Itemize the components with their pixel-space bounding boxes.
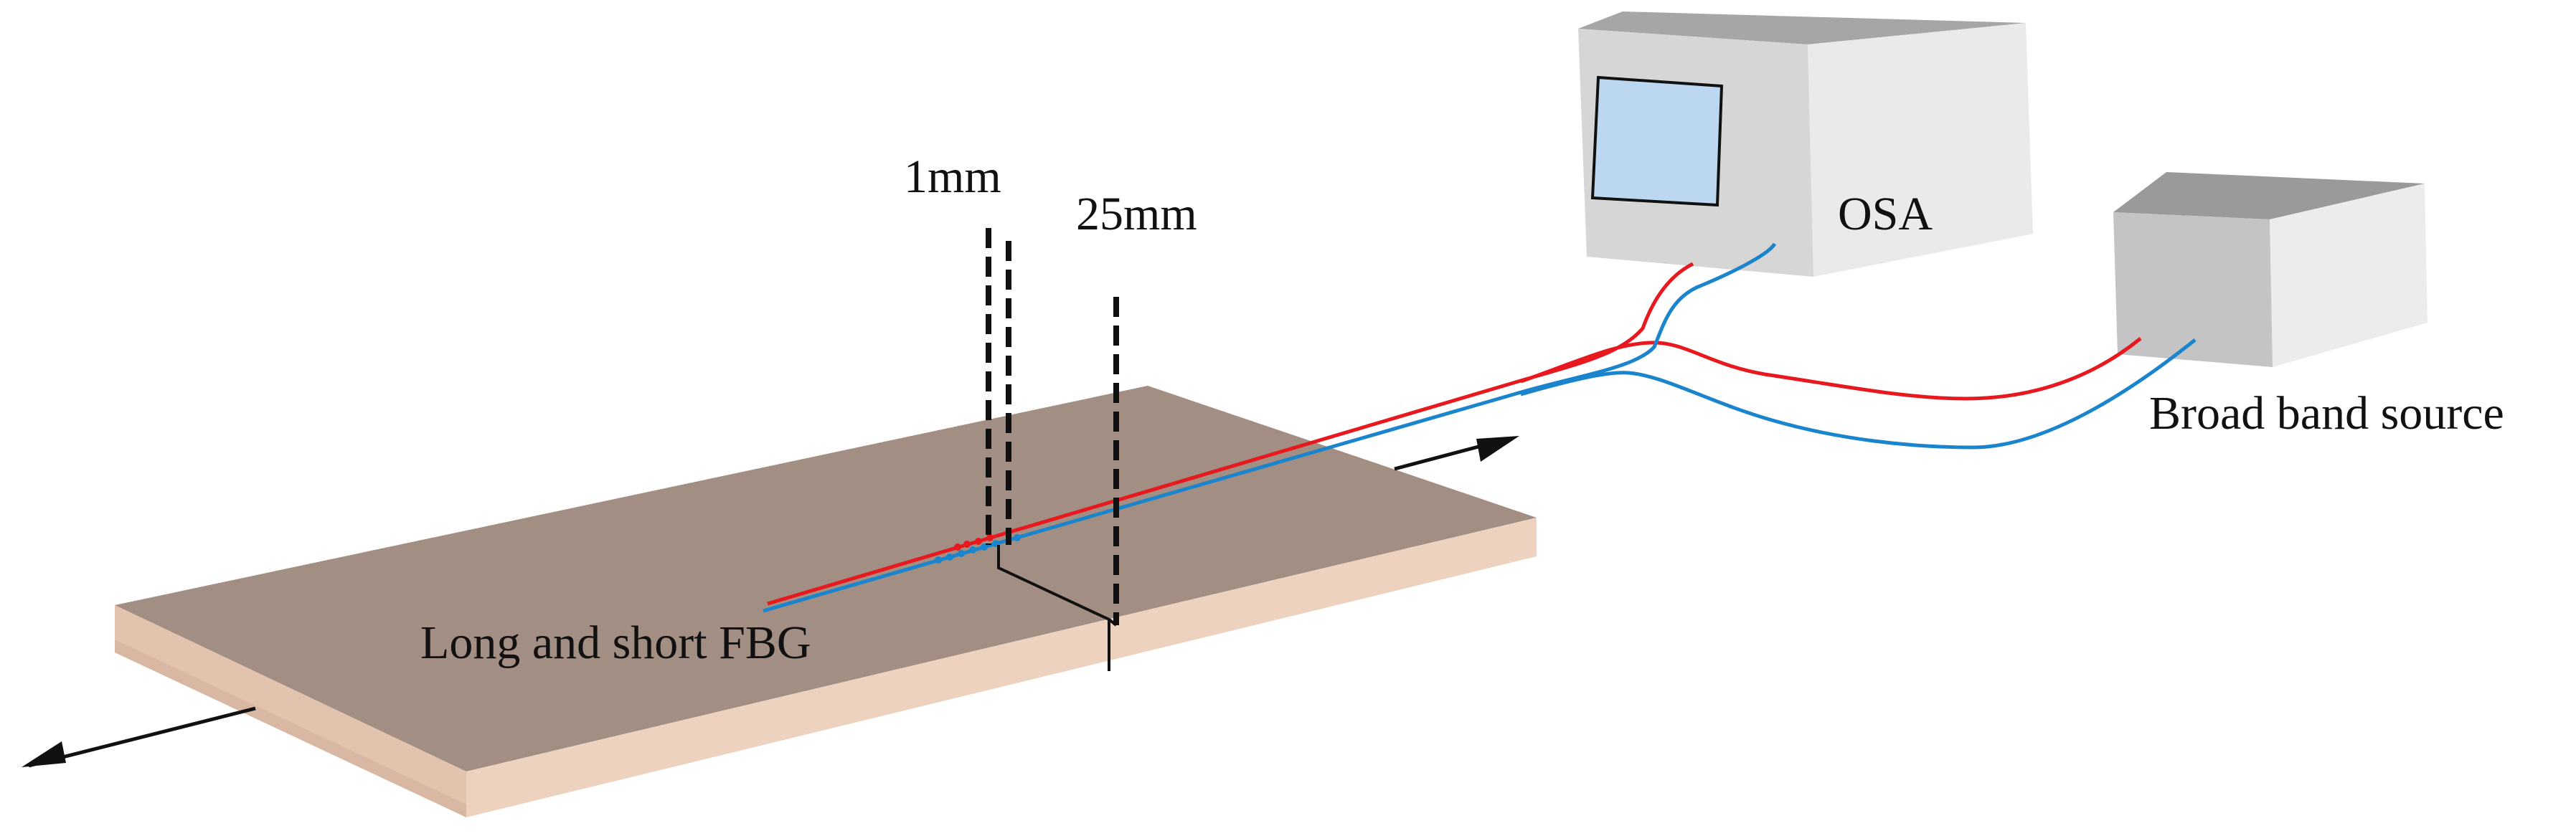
broadband-source xyxy=(2113,172,2428,367)
label-osa: OSA xyxy=(1838,188,1933,240)
label-25mm: 25mm xyxy=(1076,188,1197,240)
label-fbg: Long and short FBG xyxy=(420,617,811,669)
fbg-grating-blue xyxy=(935,534,1021,564)
osa-screen xyxy=(1590,75,1724,207)
right-tension-arrowhead xyxy=(1476,436,1519,462)
label-broadband-source: Broad band source xyxy=(2149,387,2504,440)
source-side xyxy=(2270,184,2428,367)
plate-front-edge xyxy=(466,518,1537,817)
osa-instrument xyxy=(1578,11,2033,277)
dim-baseline xyxy=(997,545,1118,671)
source-top xyxy=(2113,172,2425,219)
right-tension-arrow xyxy=(1394,441,1493,471)
red-fiber xyxy=(767,262,2142,606)
source-front xyxy=(2113,212,2273,367)
blue-fiber xyxy=(763,242,2197,613)
plate-bottom-shade xyxy=(115,640,466,817)
fbg-grating-red xyxy=(954,534,994,551)
left-tension-arrow xyxy=(28,706,256,768)
left-tension-arrowhead xyxy=(22,741,66,767)
osa-side xyxy=(1808,23,2033,277)
label-1mm: 1mm xyxy=(904,151,1001,203)
osa-top xyxy=(1578,11,2026,44)
